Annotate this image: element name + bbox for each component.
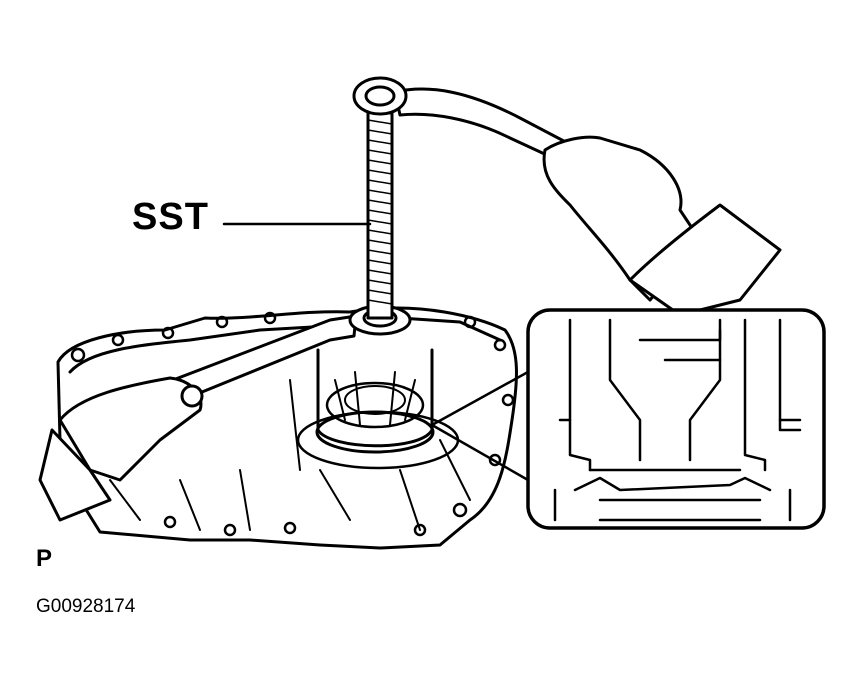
figure-code-label: G00928174 [36, 596, 136, 617]
detail-inset [526, 308, 826, 530]
callout-pointer [430, 370, 530, 482]
remover-body [316, 348, 434, 448]
left-hand [58, 376, 203, 482]
upper-wrench-ring [352, 76, 408, 116]
case-ribs [109, 379, 471, 531]
left-sleeve [38, 428, 112, 522]
detail-section [553, 318, 802, 522]
case-bolts [70, 311, 515, 537]
right-sleeve [628, 203, 782, 317]
bearing-race [325, 381, 425, 429]
sst-label: SST [132, 196, 209, 238]
view-marker-label: P [36, 545, 53, 572]
